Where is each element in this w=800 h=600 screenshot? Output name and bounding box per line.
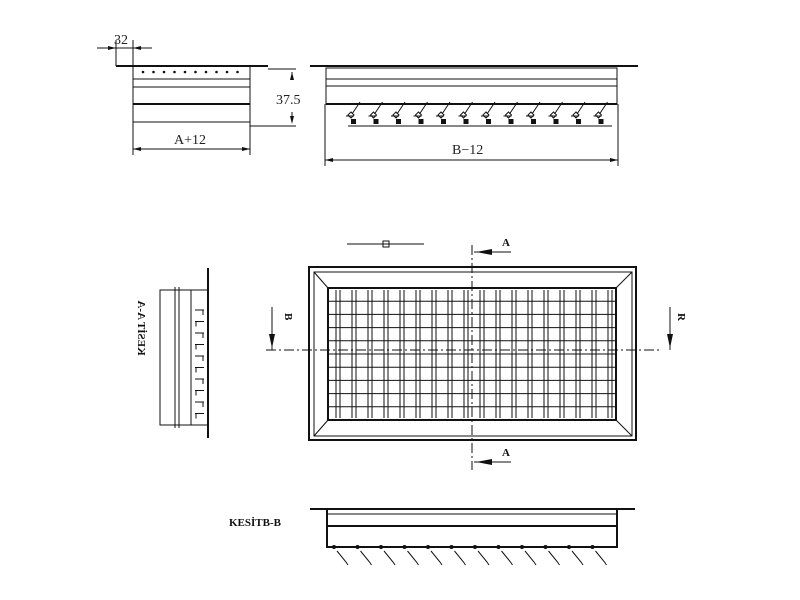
blade (548, 101, 563, 119)
side-view-top-left: 32 37.5 A+12 (97, 33, 301, 155)
dimension-flange-width: 32 (114, 33, 128, 48)
blade (413, 101, 428, 119)
blade-pivot (553, 119, 559, 124)
louver-dot (236, 70, 239, 74)
blade (481, 101, 496, 119)
section-a-a: KESİT A-A (135, 268, 209, 438)
side-blade (195, 309, 204, 315)
blade-pivot (441, 119, 446, 124)
blade-pivot (486, 119, 491, 124)
blade (407, 550, 419, 566)
blade-pivot (373, 119, 379, 124)
side-blade (195, 401, 204, 407)
louver-dot (204, 70, 208, 74)
blade-pivot (543, 545, 548, 549)
blade (360, 550, 372, 566)
blade-pivot (426, 545, 430, 549)
side-blade (195, 332, 204, 338)
blade-pivot (379, 545, 383, 549)
blade-pivot (355, 545, 360, 549)
blade (336, 550, 349, 566)
blade-pivot (402, 545, 407, 549)
blade (477, 550, 490, 566)
side-blade (195, 378, 204, 384)
blade (430, 550, 443, 566)
blade (593, 101, 608, 119)
blade (436, 101, 451, 119)
section-b-marker-left: B (282, 313, 294, 321)
blade (458, 101, 473, 119)
scale-symbol (347, 240, 424, 248)
blade-pivot (473, 545, 477, 549)
blade (501, 550, 513, 566)
section-b-b-title: KESİTB-B (229, 517, 282, 529)
blade-pivot (567, 545, 571, 549)
louver-dot (215, 70, 218, 74)
dimension-width-a: A+12 (174, 133, 206, 148)
section-a-marker-bottom: A (502, 447, 510, 459)
dimension-width-b: B−12 (452, 143, 483, 158)
blade (526, 101, 541, 119)
section-b-b: KESİTB-B (229, 508, 635, 566)
blade-pivot (449, 545, 454, 549)
blade-pivot (418, 119, 424, 124)
blade (548, 550, 560, 566)
blade (571, 550, 584, 566)
section-markers: A A B R (269, 237, 687, 465)
louver-dot (183, 70, 187, 74)
side-blade (195, 344, 204, 350)
blade-pivot (496, 545, 501, 549)
side-blade (195, 413, 204, 419)
side-blade (195, 390, 204, 396)
blade-pivot (531, 119, 536, 124)
blade (391, 101, 406, 119)
blade (595, 550, 607, 566)
section-b-marker-right: R (675, 313, 687, 322)
louver-dot (152, 70, 155, 74)
side-view-top-right: B−12 (310, 65, 638, 166)
blade-pivot (463, 119, 469, 124)
side-blade (195, 355, 204, 361)
louver-dot (162, 70, 166, 74)
louver-dot (173, 70, 176, 74)
blade (454, 550, 466, 566)
blade-pivot (332, 545, 336, 549)
blade-pivot (576, 119, 581, 124)
louver-dot (225, 70, 229, 74)
blade-pivot (520, 545, 524, 549)
side-blade (195, 367, 204, 373)
blade (503, 101, 518, 119)
louver-dot (194, 70, 197, 74)
blade-pivot (351, 119, 356, 124)
blade (346, 101, 361, 119)
blade (383, 550, 396, 566)
blade-pivot (508, 119, 514, 124)
blade (571, 101, 586, 119)
blade (368, 101, 383, 119)
blade-pivot (396, 119, 401, 124)
dimension-depth: 37.5 (276, 93, 301, 108)
blade (524, 550, 537, 566)
louver-dot (141, 70, 145, 74)
side-blade (195, 321, 204, 327)
blade-pivot (590, 545, 595, 549)
blade-pivot (598, 119, 604, 124)
section-a-marker-top: A (502, 237, 510, 249)
front-view-grille (266, 245, 662, 470)
section-a-a-title: KESİT A-A (135, 300, 147, 355)
